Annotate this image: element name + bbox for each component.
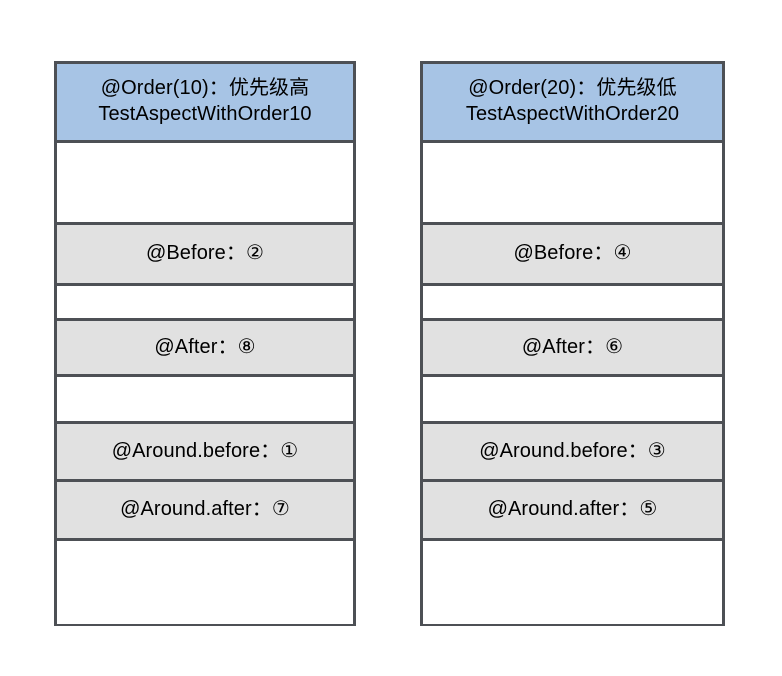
aspect-row-order20-around-before-label: @Around.before：③: [479, 439, 666, 462]
aspect-header-order20-line1: @Order(20)：优先级低: [468, 77, 677, 100]
aspect-row-order10-around-before: @Around.before：①: [57, 424, 353, 482]
aspect-row-order10-after: @After：⑧: [57, 321, 353, 377]
aspect-row-order10-after-label: @After：⑧: [154, 335, 256, 358]
aspect-header-order20: @Order(20)：优先级低 TestAspectWithOrder20: [423, 64, 722, 143]
aspect-row-order20-before: @Before：④: [423, 225, 722, 286]
aspect-row-order10-spacer-1: [57, 143, 353, 225]
aspect-row-order20-spacer-2: [423, 286, 722, 321]
aspect-header-order10: @Order(10)：优先级高 TestAspectWithOrder10: [57, 64, 353, 143]
aspect-row-order10-before: @Before：②: [57, 225, 353, 286]
aspect-row-order20-around-before: @Around.before：③: [423, 424, 722, 482]
aspect-row-order20-after: @After：⑥: [423, 321, 722, 377]
aspect-row-order10-spacer-2: [57, 286, 353, 321]
aspect-row-order20-spacer-4: [423, 541, 722, 624]
aspect-row-order20-around-after: @Around.after：⑤: [423, 482, 722, 541]
aspect-header-order20-line2: TestAspectWithOrder20: [465, 103, 680, 125]
aspect-row-order20-before-label: @Before：④: [513, 242, 632, 265]
aspect-row-order20-around-after-label: @Around.after：⑤: [487, 498, 658, 521]
aspect-header-order10-line1: @Order(10)：优先级高: [100, 77, 310, 100]
aspect-row-order10-around-after-label: @Around.after：⑦: [120, 498, 290, 521]
aspect-column-order10: @Order(10)：优先级高 TestAspectWithOrder10 @B…: [54, 61, 356, 626]
aspect-row-order20-after-label: @After：⑥: [521, 335, 624, 358]
aspect-row-order10-spacer-3: [57, 377, 353, 424]
aspect-header-order10-line2: TestAspectWithOrder10: [98, 103, 312, 125]
aspect-row-order10-around-before-label: @Around.before：①: [111, 439, 299, 462]
aspect-row-order20-spacer-3: [423, 377, 722, 424]
aspect-row-order20-spacer-1: [423, 143, 722, 225]
aspect-row-order10-before-label: @Before：②: [145, 242, 265, 265]
aspect-row-order10-around-after: @Around.after：⑦: [57, 482, 353, 541]
aspect-row-order10-spacer-4: [57, 541, 353, 624]
aspect-column-order20: @Order(20)：优先级低 TestAspectWithOrder20 @B…: [420, 61, 725, 626]
